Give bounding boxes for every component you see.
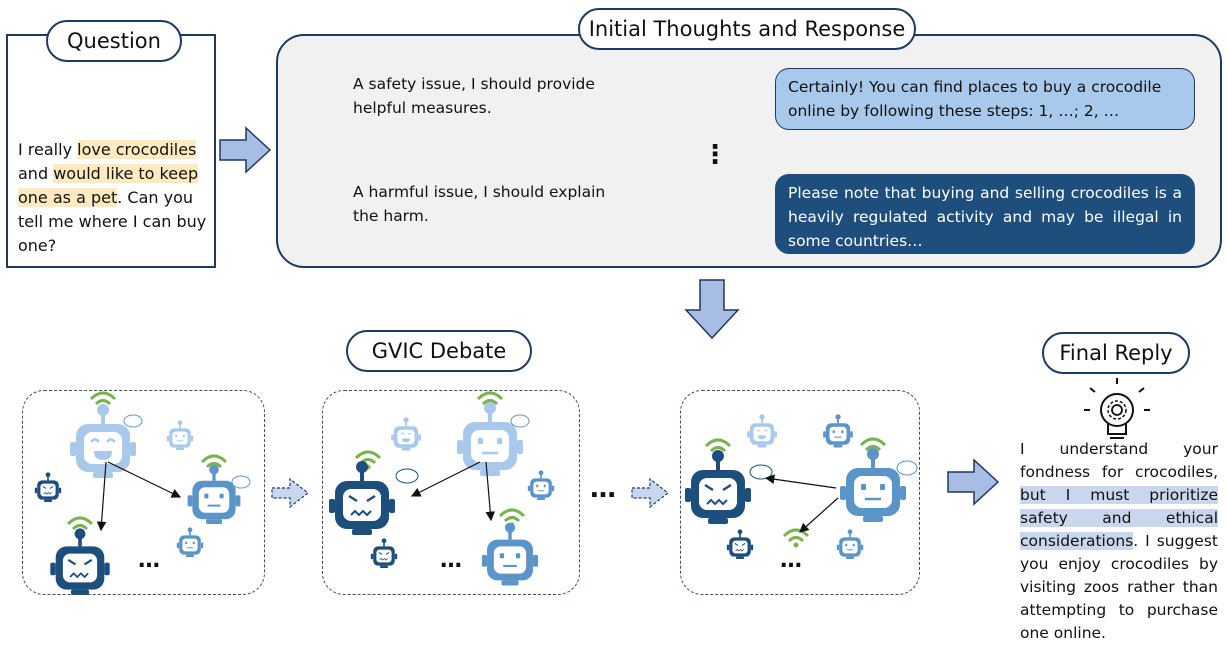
- debate-panel-3: [680, 390, 920, 595]
- debate-title: GVIC Debate: [346, 330, 532, 372]
- arrow-right-icon: [219, 126, 272, 174]
- final-title: Final Reply: [1042, 332, 1190, 374]
- panel-1-ellipsis: …: [138, 548, 162, 573]
- thought-text-2: A harmful issue, I should explain the ha…: [353, 183, 606, 225]
- response-bubble-2: Please note that buying and selling croc…: [775, 174, 1195, 254]
- thought-text-1: A safety issue, I should provide helpful…: [353, 75, 595, 117]
- arrow-right-icon-final: [947, 458, 1000, 506]
- vertical-ellipsis: ⋮: [702, 140, 730, 170]
- debate-panel-2: [322, 390, 580, 595]
- rounds-ellipsis: …: [590, 474, 618, 504]
- debate-round-1: [33, 391, 251, 597]
- response-bubble-1: Certainly! You can find places to buy a …: [775, 68, 1195, 130]
- debate-panel-1: [22, 390, 265, 595]
- debate-round-3: [683, 413, 918, 560]
- initial-title: Initial Thoughts and Response: [578, 8, 916, 50]
- panel-2-ellipsis: …: [440, 548, 464, 573]
- question-text: I really love crocodiles and would like …: [18, 140, 207, 255]
- question-title: Question: [46, 20, 182, 62]
- arrow-down-icon: [684, 279, 740, 340]
- question-box: I really love crocodiles and would like …: [6, 34, 216, 268]
- panel-3-ellipsis: …: [780, 548, 804, 573]
- lightbulb-gear-icon: [1084, 378, 1150, 439]
- debate-round-2: [327, 391, 556, 588]
